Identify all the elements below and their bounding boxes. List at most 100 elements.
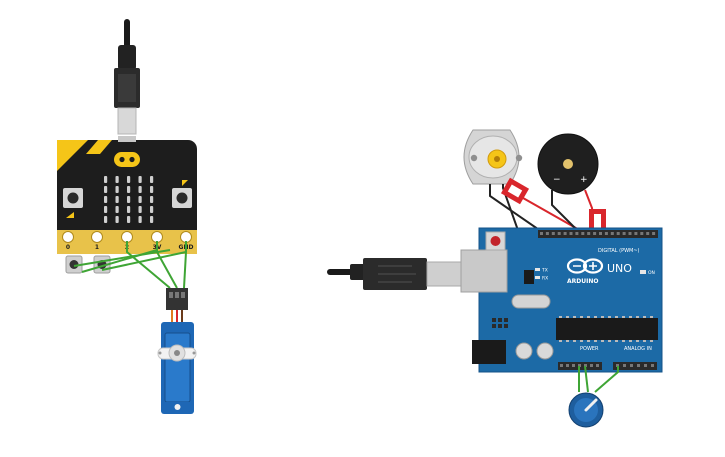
resistor-component[interactable] xyxy=(589,209,606,233)
header-pin[interactable] xyxy=(575,232,579,235)
button-a[interactable] xyxy=(63,188,83,208)
header-pin[interactable] xyxy=(644,364,647,367)
wires-microbit-servo[interactable] xyxy=(73,241,187,289)
led xyxy=(150,176,154,183)
pin-label: 0 xyxy=(66,244,70,251)
pin-pad[interactable] xyxy=(62,231,74,243)
header-pin[interactable] xyxy=(569,232,573,235)
potentiometer[interactable] xyxy=(568,392,604,428)
piezo-buzzer[interactable]: − + xyxy=(537,133,599,195)
header-pin[interactable] xyxy=(623,364,626,367)
analog-header[interactable] xyxy=(613,362,657,370)
led xyxy=(115,196,119,203)
reset-button[interactable] xyxy=(485,231,506,251)
header-pin[interactable] xyxy=(590,364,593,367)
header-pin[interactable] xyxy=(616,232,620,235)
led xyxy=(150,216,154,223)
capacitor-2 xyxy=(536,342,554,360)
power-jack xyxy=(472,340,506,364)
led xyxy=(150,206,154,213)
led xyxy=(150,196,154,203)
digital-header[interactable] xyxy=(538,230,658,238)
pin-label: 1 xyxy=(95,244,99,251)
pin-pad[interactable] xyxy=(180,231,192,243)
power-led xyxy=(640,270,646,274)
led xyxy=(104,206,108,213)
icsp-header xyxy=(492,318,508,328)
header-pin[interactable] xyxy=(584,364,587,367)
header-pin[interactable] xyxy=(634,232,638,235)
microbit-corner-accent xyxy=(86,140,112,154)
button-b[interactable] xyxy=(172,188,192,208)
dc-motor[interactable] xyxy=(463,129,523,185)
potentiometer-knob-indicator xyxy=(584,398,598,412)
led xyxy=(115,216,119,223)
digital-label: DIGITAL (PWM~) xyxy=(598,248,640,254)
header-pin[interactable] xyxy=(566,364,569,367)
led xyxy=(127,216,131,223)
servo-horn[interactable] xyxy=(157,344,197,362)
led xyxy=(127,176,131,183)
led xyxy=(127,206,131,213)
header-pin[interactable] xyxy=(599,232,602,235)
led xyxy=(138,176,142,183)
led xyxy=(115,186,119,193)
pushbutton-left-1[interactable] xyxy=(65,255,83,274)
header-pin[interactable] xyxy=(651,364,654,367)
header-pin[interactable] xyxy=(630,364,633,367)
led xyxy=(138,206,142,213)
arduino-logo-text: ARDUINO xyxy=(567,278,598,285)
usb-cable-left[interactable] xyxy=(114,19,140,135)
usb-b-port xyxy=(460,249,508,293)
capacitor-1 xyxy=(515,342,533,360)
header-pin[interactable] xyxy=(581,232,585,235)
led xyxy=(138,196,142,203)
button-b-marker-icon xyxy=(182,180,188,186)
header-pin[interactable] xyxy=(557,232,561,235)
wires-potentiometer[interactable] xyxy=(578,365,619,393)
crystal-oscillator xyxy=(511,294,551,309)
pin-pad[interactable] xyxy=(151,231,163,243)
header-pin[interactable] xyxy=(563,232,567,235)
usb-cable-right[interactable] xyxy=(327,258,462,290)
servo-motor[interactable] xyxy=(157,288,197,414)
header-pin[interactable] xyxy=(596,364,599,367)
header-pin[interactable] xyxy=(572,364,575,367)
header-pin[interactable] xyxy=(545,232,549,235)
arduino-logo xyxy=(566,258,604,274)
header-pin[interactable] xyxy=(551,232,555,235)
led xyxy=(138,216,142,223)
header-pin[interactable] xyxy=(587,232,591,235)
tx-label: TX xyxy=(541,268,548,274)
diode-component[interactable] xyxy=(500,177,530,205)
microbit-logo xyxy=(114,152,140,167)
power-label: POWER xyxy=(580,346,599,352)
led xyxy=(104,176,108,183)
header-pin[interactable] xyxy=(540,232,543,235)
header-pin[interactable] xyxy=(622,232,626,235)
led-matrix xyxy=(104,176,154,223)
usb-chip xyxy=(524,270,534,284)
header-pin[interactable] xyxy=(578,364,581,367)
pin-pad[interactable] xyxy=(121,231,133,243)
header-pin[interactable] xyxy=(640,232,644,235)
header-pin[interactable] xyxy=(616,364,619,367)
led xyxy=(104,186,108,193)
led xyxy=(138,186,142,193)
arduino-model-text: UNO xyxy=(607,262,632,275)
arduino-uno-board[interactable]: DIGITAL (PWM~) ARDUINO UNO ON TX RX POWE xyxy=(460,227,663,373)
header-pin[interactable] xyxy=(604,232,608,235)
header-pin[interactable] xyxy=(646,232,650,235)
header-pin[interactable] xyxy=(593,232,597,235)
pin-pad[interactable] xyxy=(91,231,103,243)
led xyxy=(104,216,108,223)
buzzer-minus-label: − xyxy=(553,175,561,185)
header-pin[interactable] xyxy=(610,232,614,235)
header-pin[interactable] xyxy=(560,364,563,367)
header-pin[interactable] xyxy=(637,364,640,367)
buzzer-plus-label: + xyxy=(580,175,588,185)
header-pin[interactable] xyxy=(628,232,632,235)
header-pin[interactable] xyxy=(652,232,656,235)
